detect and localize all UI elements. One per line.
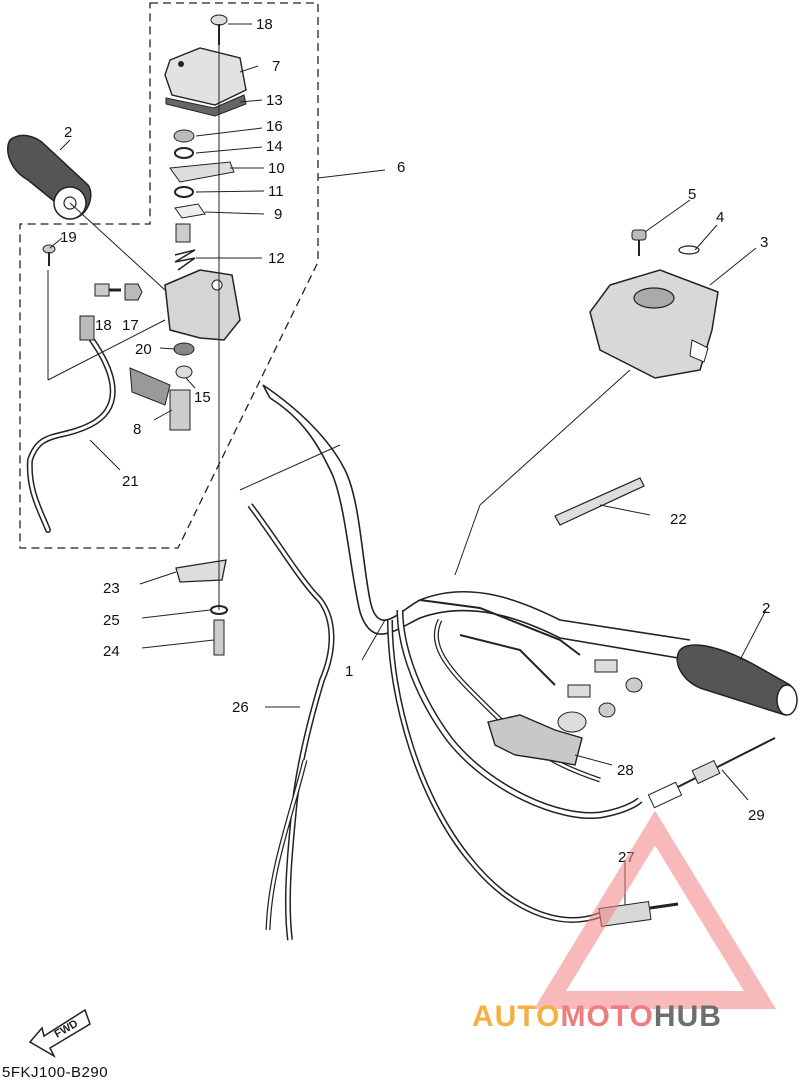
callout-20: 20 [135, 341, 152, 358]
callout-15: 15 [194, 389, 211, 406]
holder-23 [175, 559, 227, 583]
callout-28: 28 [617, 762, 634, 779]
callout-24: 24 [103, 643, 120, 660]
cover-screw [631, 229, 647, 256]
handlebar [262, 384, 691, 661]
callout-3: 3 [760, 234, 768, 251]
callout-25: 25 [103, 612, 120, 629]
callout-14: 14 [266, 138, 283, 155]
bolt-nut [94, 283, 143, 301]
washer-20 [173, 342, 195, 356]
switch-8 [129, 367, 191, 431]
sub-assembly-outline [19, 2, 319, 549]
cable-end-lower [459, 634, 556, 686]
callout-10: 10 [268, 160, 285, 177]
watermark-hub: HUB [653, 1000, 722, 1033]
watermark-auto: AUTO [472, 1000, 561, 1033]
callout-4: 4 [716, 209, 724, 226]
callout-26: 26 [232, 699, 249, 716]
callout-16: 16 [266, 118, 283, 135]
left-grip [7, 134, 92, 220]
screw-19 [42, 244, 56, 266]
right-grip [676, 644, 798, 716]
bolt-24 [213, 619, 225, 656]
callout-9: 9 [274, 206, 282, 223]
callout-2-left: 2 [64, 124, 72, 141]
throttle-cap [164, 47, 247, 106]
fwd-arrow: FWD [28, 1008, 91, 1058]
cable-tie [554, 477, 645, 526]
watermark-logo [533, 810, 777, 1009]
callout-8: 8 [133, 421, 141, 438]
washer-14 [174, 147, 194, 159]
bushing [175, 223, 191, 243]
callout-6: 6 [397, 159, 405, 176]
nut-b [598, 702, 616, 718]
leader-lines [47, 23, 767, 905]
switch-28 [487, 711, 587, 766]
screw-top [210, 14, 228, 45]
throttle-housing [164, 269, 241, 341]
washer-16 [173, 129, 195, 143]
nut-a [625, 677, 643, 693]
callout-18-top: 18 [256, 16, 273, 33]
callout-29: 29 [748, 807, 765, 824]
clip-9 [174, 203, 206, 219]
callout-7: 7 [272, 58, 280, 75]
o-ring [678, 245, 700, 255]
cable-26 [247, 503, 335, 941]
watermark-text: AUTOMOTOHUB [472, 1000, 722, 1034]
callouts: 1 2 2 3 4 5 6 7 8 9 10 11 12 13 14 15 16… [60, 16, 770, 866]
callout-19: 19 [60, 229, 77, 246]
washer-15 [175, 365, 193, 379]
callout-22: 22 [670, 511, 687, 528]
callout-1: 1 [345, 663, 353, 680]
fitting-b [567, 684, 591, 698]
spring [174, 249, 196, 271]
cable-end-upper [419, 599, 581, 656]
callout-17: 17 [122, 317, 139, 334]
gasket [165, 94, 247, 117]
cable-29 [647, 737, 776, 809]
throttle-lever [169, 161, 235, 183]
diagram-ref-code: 5FKJ100-B290 [2, 1064, 109, 1081]
callout-11: 11 [268, 183, 284, 200]
callout-5: 5 [688, 186, 696, 203]
callout-13: 13 [266, 92, 283, 109]
callout-18-left: 18 [95, 317, 112, 334]
callout-23: 23 [103, 580, 120, 597]
callout-21: 21 [122, 473, 139, 490]
callout-12: 12 [268, 250, 285, 267]
wire-connector [79, 315, 95, 341]
callout-2-right: 2 [762, 600, 770, 617]
watermark-moto: MOTO [560, 1000, 654, 1033]
handlebar-cover [589, 269, 719, 379]
fitting-a [594, 659, 618, 673]
washer-11 [174, 186, 194, 198]
